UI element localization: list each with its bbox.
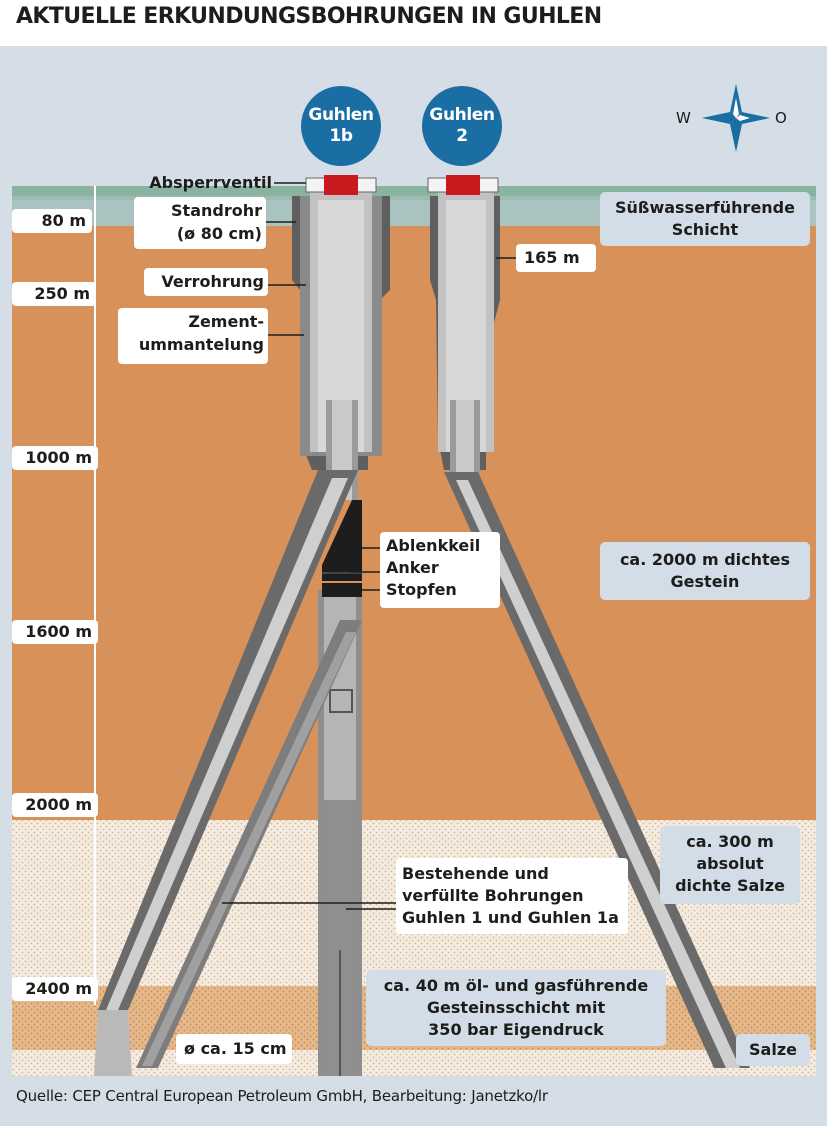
wedge-label: Ablenkkeil xyxy=(386,536,481,555)
freshwater-label-line2: Schicht xyxy=(671,220,739,239)
salt-label-line1: ca. 300 m xyxy=(686,832,774,851)
compass-east-label: O xyxy=(775,109,787,127)
casing-label-box xyxy=(144,268,268,296)
freshwater-label-box xyxy=(600,192,810,246)
existing-wells-line3: Guhlen 1 und Guhlen 1a xyxy=(402,908,619,927)
existing-wells-label-box xyxy=(396,858,628,934)
diameter-label-box xyxy=(176,1034,292,1064)
salt-label-line3: dichte Salze xyxy=(675,876,785,895)
oil-gas-label-box xyxy=(366,970,666,1046)
existing-wells-line2: verfüllte Bohrungen xyxy=(402,886,584,905)
rock-label-line1: ca. 2000 m dichtes xyxy=(619,550,791,569)
well-2-number: 2 xyxy=(456,126,468,146)
source-credit: Quelle: CEP Central European Petroleum G… xyxy=(16,1087,548,1105)
page-title: AKTUELLE ERKUNDUNGSBOHRUNGEN IN GUHLEN xyxy=(16,4,602,29)
valve-label: Absperrventil xyxy=(149,173,272,192)
rock-label-box xyxy=(600,542,810,600)
compass-west-label: W xyxy=(676,109,691,127)
deflection-wedge xyxy=(322,500,362,565)
salts-label: Salze xyxy=(749,1040,797,1059)
standpipe-label-line2: (ø 80 cm) xyxy=(176,224,262,243)
lower-salt-layer xyxy=(12,1050,816,1076)
oil-gas-label-line1: ca. 40 m öl- und gasführende xyxy=(383,976,649,995)
cement-label-line2: ummantelung xyxy=(138,335,264,354)
existing-well-plug xyxy=(329,689,353,713)
cement-label-box xyxy=(118,308,268,364)
casing-label: Verrohrung xyxy=(161,272,264,291)
standpipe-label-box xyxy=(134,197,266,249)
compass-icon xyxy=(702,84,770,152)
well-2-name: Guhlen xyxy=(429,105,495,125)
anchor-label: Anker xyxy=(386,558,439,577)
depth-165-box xyxy=(516,244,596,272)
depth-mark-2000: 2000 m xyxy=(12,793,98,817)
salts-label-box xyxy=(736,1034,810,1066)
grass-layer xyxy=(12,186,816,196)
well-badge-guhlen-1b: Guhlen 1b xyxy=(301,86,381,166)
existing-wells-line1: Bestehende und xyxy=(402,864,549,883)
plug xyxy=(322,583,362,597)
diameter-label: ø ca. 15 cm xyxy=(184,1039,287,1058)
plug-label: Stopfen xyxy=(386,580,457,599)
standpipe-label-line1: Standrohr xyxy=(171,201,262,220)
wedge-label-box xyxy=(380,532,500,608)
salt-label-line2: absolut xyxy=(696,854,764,873)
well-badge-guhlen-2: Guhlen 2 xyxy=(422,86,502,166)
salt-label-box xyxy=(660,826,800,904)
depth-mark-250: 250 m xyxy=(12,282,96,306)
depth-mark-80: 80 m xyxy=(12,209,92,233)
oil-gas-label-line3: 350 bar Eigendruck xyxy=(428,1020,604,1039)
oil-gas-label-line2: Gesteinsschicht mit xyxy=(426,998,606,1017)
freshwater-label-line1: Süßwasserführende xyxy=(615,198,795,217)
cement-label-line1: Zement- xyxy=(188,312,264,331)
depth-mark-2400: 2400 m xyxy=(12,977,98,1001)
depth-165-label: 165 m xyxy=(524,248,580,267)
depth-mark-1000: 1000 m xyxy=(12,446,98,470)
well-1b-number: 1b xyxy=(329,126,353,146)
freshwater-to-earth-blend xyxy=(12,196,816,200)
depth-mark-1600: 1600 m xyxy=(12,620,98,644)
rock-label-line2: Gestein xyxy=(670,572,740,591)
well-1b-name: Guhlen xyxy=(308,105,374,125)
